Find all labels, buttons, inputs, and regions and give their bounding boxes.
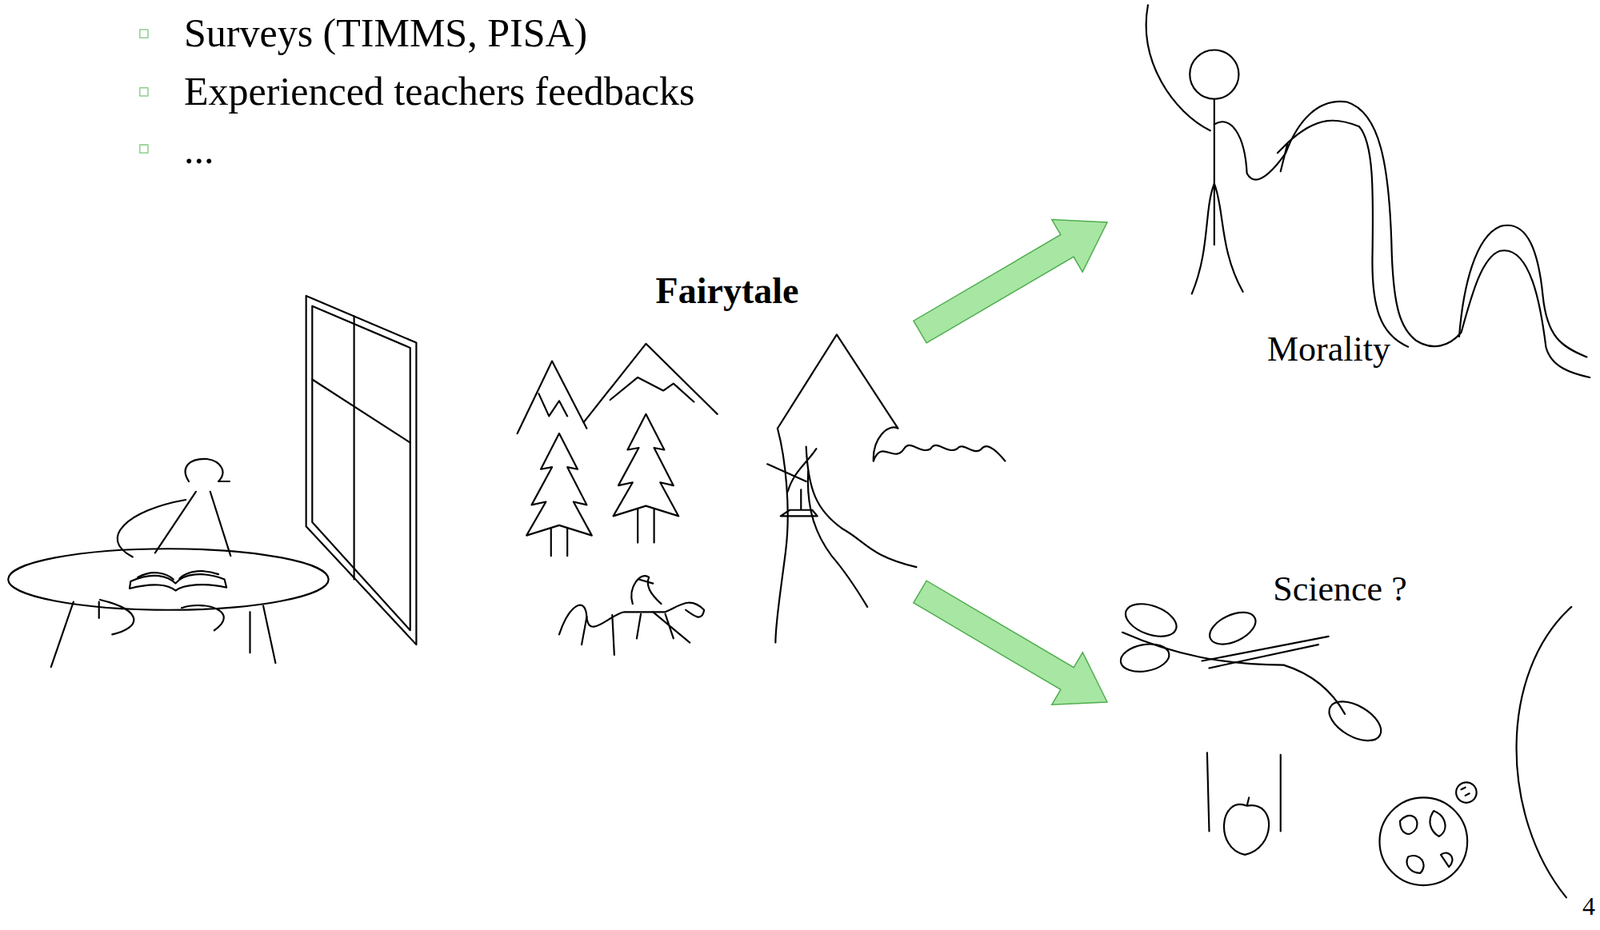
page-number: 4 <box>1582 892 1596 922</box>
science-sketch <box>1118 597 1572 898</box>
science-node: Science ? <box>1107 560 1596 920</box>
node-label: Morality <box>1267 329 1391 371</box>
morality-sketch <box>1146 4 1591 378</box>
node-label: Fairytale <box>656 270 800 313</box>
bullet-text: Surveys (TIMMS, PISA) <box>184 10 588 57</box>
reader-sketch <box>8 459 329 668</box>
morality-node: Morality <box>1107 0 1596 378</box>
block-arrow <box>913 220 1108 344</box>
bullet-text: ... <box>184 127 215 174</box>
node-label: Science ? <box>1272 569 1407 611</box>
bullet-markers <box>140 29 148 153</box>
block-arrow <box>913 580 1108 705</box>
fairytale-node: Fairytale <box>515 264 920 656</box>
bullet-text: Experienced teachers feedbacks <box>184 68 696 116</box>
window-sketch <box>306 296 417 645</box>
